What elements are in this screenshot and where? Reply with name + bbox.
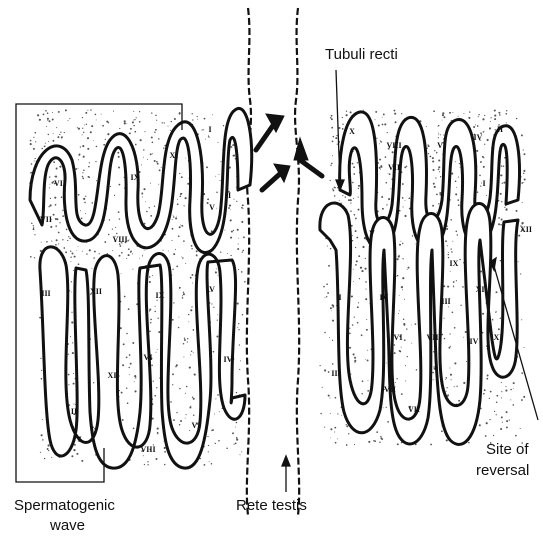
stage-numeral-left-top-5: VII [40, 215, 52, 224]
stage-numeral-right-bottom-8: XI [476, 285, 485, 294]
stage-numeral-left-bottom-9: I [78, 435, 81, 444]
stage-numeral-left-bottom-6: XI [108, 371, 117, 380]
stage-numeral-right-bottom-3: III [441, 297, 450, 306]
stage-numeral-right-bottom-11: XI [494, 333, 503, 342]
stage-numeral-right-top-4: IV [474, 133, 483, 142]
stage-numeral-right-bottom-10: I [338, 293, 341, 302]
stage-numeral-left-bottom-7: VI [192, 421, 201, 430]
stage-numeral-left-top-0: VII [54, 179, 66, 188]
tubuli-recti-label: Tubuli recti [325, 46, 398, 63]
stage-numeral-right-bottom-9: XII [520, 225, 532, 234]
stage-numeral-left-bottom-3: V [209, 285, 215, 294]
stage-numeral-right-bottom-12: III [331, 369, 340, 378]
stage-numeral-right-bottom-1: IX [450, 259, 459, 268]
stage-numeral-left-bottom-0: III [41, 289, 50, 298]
arrow-upper-left [256, 124, 274, 150]
rete-testis-label: Rete testis [236, 497, 307, 514]
rete-testis-right-wall [295, 8, 299, 515]
stage-numeral-right-bottom-0: V [369, 229, 375, 238]
stage-numeral-right-top-6: I [482, 179, 485, 188]
stage-numeral-right-top-0: X [349, 127, 355, 136]
stage-numeral-left-top-6: VIII [112, 235, 127, 244]
stage-numeral-right-top-5: II [497, 125, 503, 134]
spermatogenic-wave-label-line2: wave [50, 517, 85, 534]
stage-numeral-right-top-1: VIII [386, 141, 401, 150]
stage-numeral-left-top-4: V [209, 203, 215, 212]
stage-numeral-right-bottom-2: IV [380, 293, 389, 302]
stage-numeral-right-top-2: VII [388, 163, 400, 172]
stage-numeral-left-bottom-8: II [71, 407, 77, 416]
stage-numeral-left-top-3: I [208, 125, 211, 134]
rete-testis-left-wall [247, 8, 251, 515]
stage-numeral-right-bottom-5: VII [384, 385, 396, 394]
site-of-reversal-label-line2: reversal [476, 462, 529, 479]
site-of-reversal-label-line1: Site of [486, 441, 529, 458]
stage-numeral-right-bottom-6: VIII [426, 333, 441, 342]
stage-numeral-left-bottom-1: XII [90, 287, 102, 296]
arrow-lower-left [262, 172, 282, 190]
tubule-left-lower [40, 247, 245, 468]
stage-numeral-left-top-7: II [225, 191, 231, 200]
stage-numeral-left-bottom-2: IX [156, 291, 165, 300]
stage-numeral-left-top-1: IX [131, 173, 140, 182]
flow-arrows [256, 114, 322, 190]
right-tubule-group [320, 112, 520, 445]
spermatogenic-wave-label-line1: Spermatogenic [14, 497, 115, 514]
left-tubule-group [30, 108, 252, 468]
stage-numeral-left-bottom-10: VIII [140, 445, 155, 454]
stage-numeral-right-top-3: V [437, 141, 443, 150]
stage-numeral-right-bottom-13: VII [408, 405, 420, 414]
stage-numeral-right-bottom-4: VI [394, 333, 403, 342]
stage-numeral-left-top-2: XI [170, 151, 179, 160]
stage-numeral-left-bottom-4: IV [224, 355, 233, 364]
stage-numeral-right-bottom-7: IV [470, 337, 479, 346]
stage-numeral-left-bottom-5: VI [144, 353, 153, 362]
